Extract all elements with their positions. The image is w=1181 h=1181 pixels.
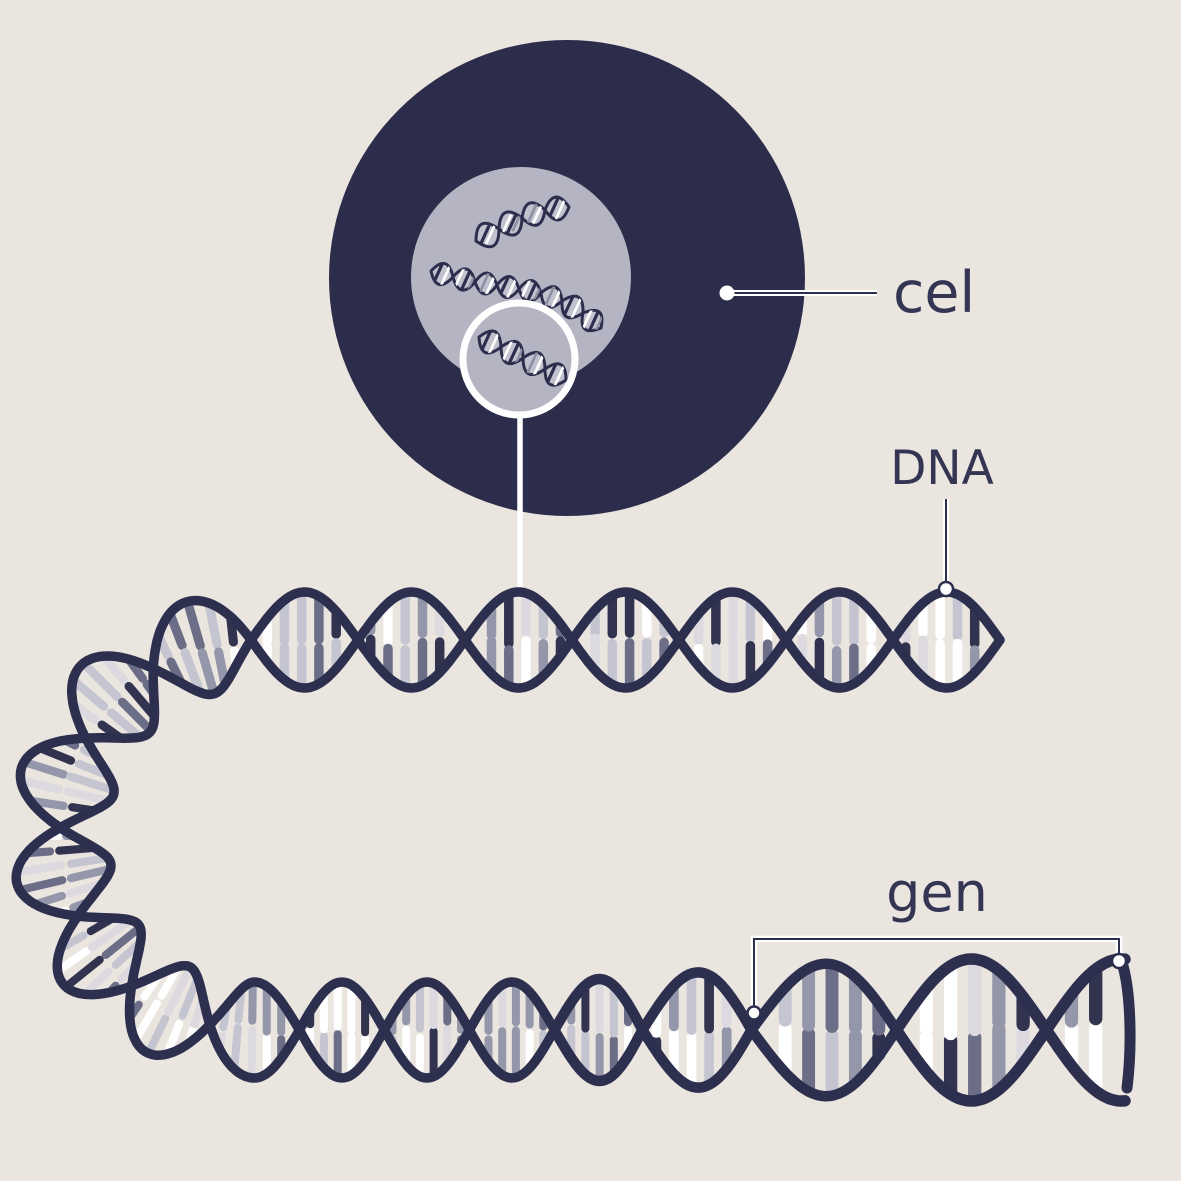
chromosome-doodles (429, 195, 604, 333)
base-pair (69, 676, 109, 711)
base-pair (14, 861, 66, 877)
base-pair (165, 610, 187, 650)
base-pair (247, 1025, 257, 1081)
doodle-hatching (480, 330, 565, 386)
chromosome-doodle (477, 329, 568, 387)
base-pair (64, 787, 113, 805)
doodle-hatching (477, 197, 567, 247)
base-pair (106, 708, 144, 741)
base-pair (21, 758, 68, 779)
gen-bracket-left-dot (746, 1005, 762, 1021)
base-pair (230, 1023, 242, 1072)
gen-label: gen (886, 861, 988, 924)
base-pair (63, 955, 104, 990)
gen-bracket-right-dot (1110, 952, 1128, 970)
base-pair (180, 648, 205, 696)
base-pair (163, 1019, 184, 1057)
base-pair (124, 681, 158, 720)
helix-strand (549, 958, 906, 1093)
base-pair (214, 647, 230, 688)
base-pair (66, 772, 117, 795)
dna-double-helix (11, 587, 1136, 1107)
base-pair (66, 865, 114, 883)
chromosome-doodle (429, 261, 604, 333)
helix-strands (11, 587, 1136, 1107)
dna-callout-dot (937, 580, 955, 598)
base-pair (101, 924, 143, 959)
cel-callout-dot (719, 285, 735, 301)
base-pair (66, 854, 111, 868)
cell-illustration (329, 40, 805, 590)
magnified-chromosome-doodle (477, 329, 568, 387)
helix-strand (11, 587, 1005, 1083)
base-pair (132, 999, 161, 1044)
magnifier (459, 299, 579, 590)
base-pair (80, 659, 122, 702)
helix-strand (15, 587, 1005, 1083)
base-pair (204, 599, 222, 650)
chromosome-doodle (474, 195, 571, 249)
base-pair (248, 979, 257, 1025)
dna-callout: DNA (890, 441, 994, 598)
base-pair (99, 652, 129, 685)
cel-label: cel (893, 260, 975, 326)
base-pair (87, 917, 134, 952)
helix-strand (549, 967, 906, 1102)
base-pair (117, 697, 155, 735)
gen-bracket (753, 938, 1120, 1007)
gen-callout: gen (746, 861, 1128, 1021)
base-pairs (14, 588, 1103, 1106)
helix-strand-end (1117, 960, 1136, 1094)
base-pair (145, 1014, 170, 1056)
base-pair (197, 648, 219, 697)
base-pair (18, 776, 64, 794)
base-pair (178, 975, 202, 1020)
helix-strand (890, 953, 1131, 1107)
base-pair (17, 876, 67, 894)
base-pair (183, 598, 205, 651)
helix-strand (890, 953, 1131, 1107)
base-pair (54, 947, 91, 975)
base-pair (81, 967, 113, 998)
base-pair (37, 744, 76, 765)
base-pair (164, 964, 194, 1017)
dna-label: DNA (890, 441, 994, 496)
cel-callout: cel (719, 260, 975, 326)
